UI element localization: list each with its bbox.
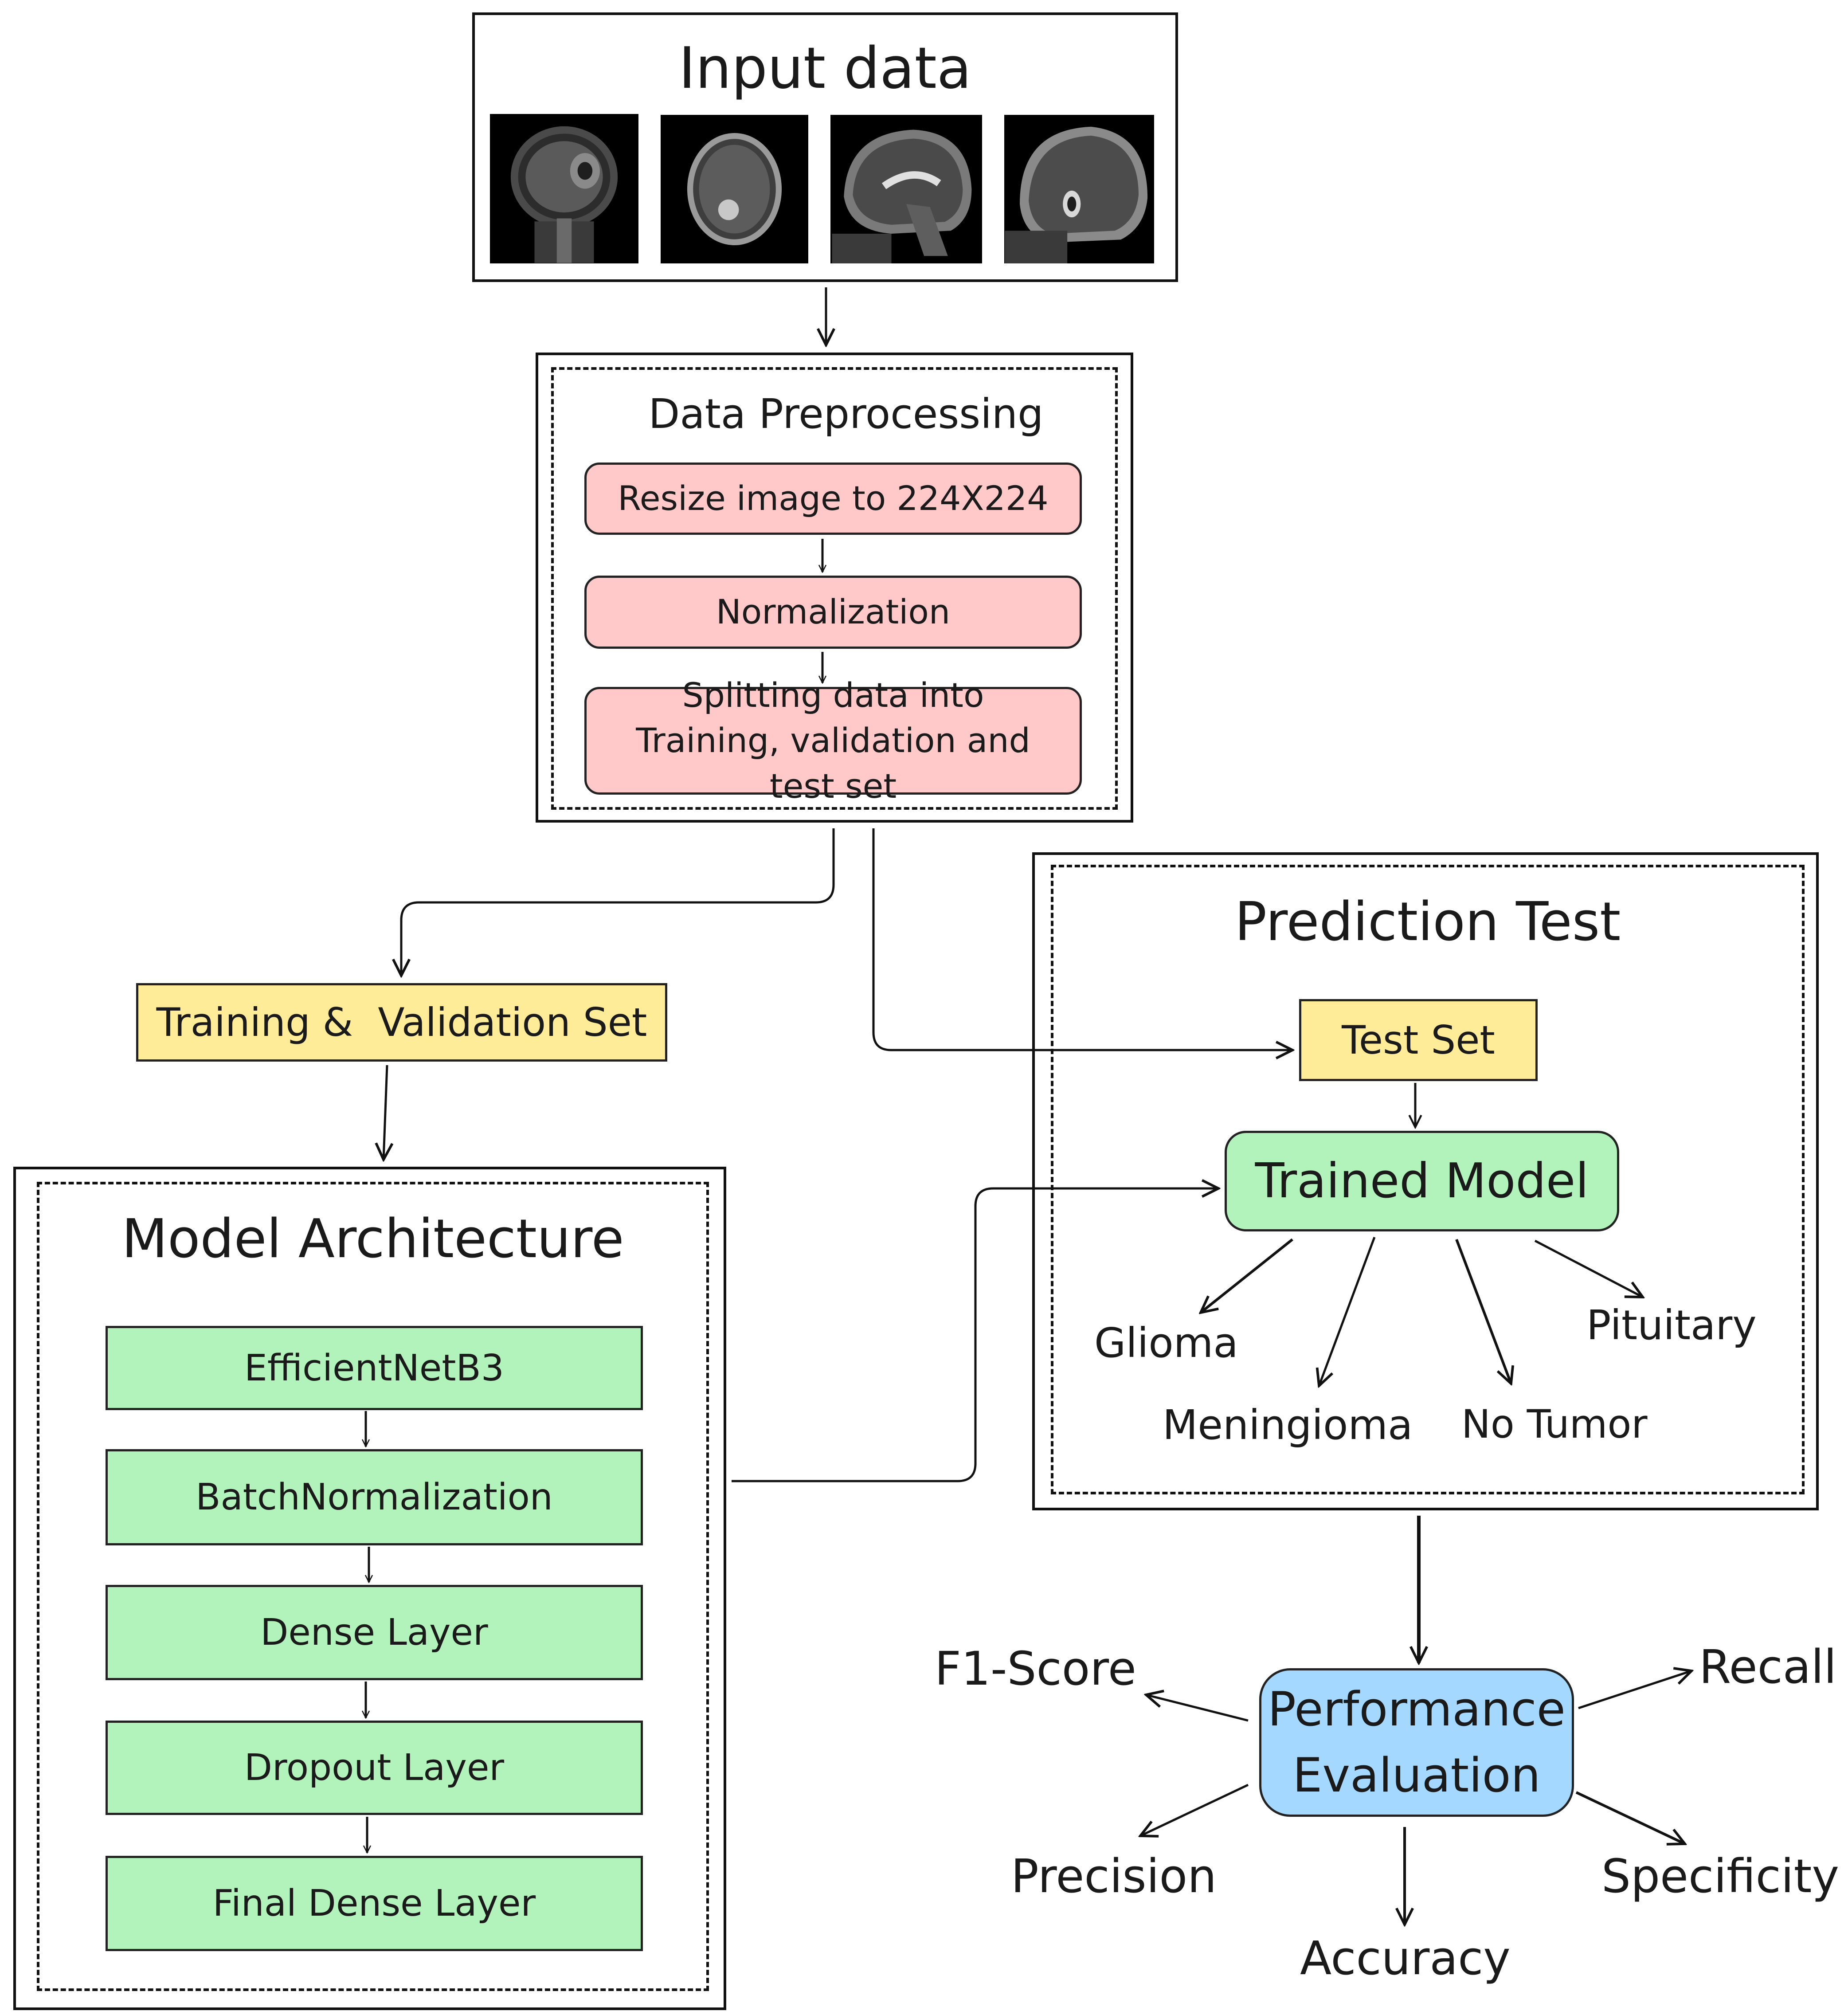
arrow-to-pituitary [1534,1239,1643,1297]
performance-evaluation-line2: Evaluation [1292,1748,1541,1803]
step-resize-image-label: Resize image to 224X224 [618,478,1049,518]
input-data-title: Input data [678,35,972,102]
metric-accuracy: Accuracy [1300,1931,1511,1985]
class-no-tumor: No Tumor [1461,1401,1648,1447]
test-set-label: Test Set [1342,1017,1495,1063]
arrow-preprocessing-to-test-set [872,828,1292,1050]
arrow-to-precision [1140,1784,1249,1836]
class-meningioma: Meningioma [1163,1401,1413,1449]
layer-final-dense: Final Dense Layer [106,1856,643,1951]
test-set: Test Set [1299,999,1538,1081]
layer-dense-label: Dense Layer [260,1611,488,1654]
arrow-architecture-to-trained-model [732,1188,1218,1482]
layer-dropout-label: Dropout Layer [244,1747,505,1789]
class-pituitary: Pituitary [1586,1302,1757,1349]
layer-dropout: Dropout Layer [106,1721,643,1815]
metric-recall: Recall [1699,1640,1837,1694]
layer-dense: Dense Layer [106,1585,643,1680]
step-splitting-data: Splitting data into Training, validation… [584,675,1082,806]
class-glioma: Glioma [1094,1319,1238,1367]
arrow-to-meningioma [1319,1237,1376,1386]
arrow-preprocessing-to-training [401,828,835,976]
step-splitting-data-label: Splitting data into Training, validation… [636,675,1030,806]
training-validation-set-label: Training & Validation Set [156,1000,647,1045]
layer-efficientnetb3: EfficientNetB3 [106,1326,643,1410]
step-resize-image: Resize image to 224X224 [584,463,1082,535]
performance-evaluation: Performance Evaluation [1259,1668,1574,1817]
metric-precision: Precision [1011,1849,1217,1903]
model-architecture-dashed-border [37,1182,709,1991]
arrow-to-no-tumor [1455,1239,1511,1384]
arrow-training-to-architecture [384,1065,387,1160]
layer-batchnormalization-label: BatchNormalization [196,1476,553,1518]
metric-specificity: Specificity [1601,1849,1839,1903]
metric-f1-score: F1-Score [935,1642,1136,1696]
performance-evaluation-line1: Performance [1268,1682,1566,1737]
trained-model-label: Trained Model [1255,1153,1589,1209]
prediction-test-title: Prediction Test [1234,891,1621,953]
arrow-to-f1-score [1146,1695,1249,1722]
mri-image-coronal [490,114,638,263]
prediction-test-dashed-border [1051,865,1805,1494]
layer-final-dense-label: Final Dense Layer [212,1882,536,1925]
preprocessing-dashed-border [551,367,1118,810]
step-normalization: Normalization [584,576,1082,649]
preprocessing-title: Data Preprocessing [648,390,1044,438]
arrow-to-glioma [1201,1238,1293,1313]
model-architecture-title: Model Architecture [121,1208,624,1270]
layer-batchnormalization: BatchNormalization [106,1449,643,1545]
layer-efficientnetb3-label: EfficientNetB3 [244,1347,504,1389]
mri-image-sagittal-1 [830,115,982,263]
arrow-to-specificity [1575,1791,1685,1844]
mri-image-sagittal-2 [1004,115,1154,263]
arrow-to-recall [1578,1671,1691,1709]
mri-image-axial [661,115,808,263]
training-validation-set: Training & Validation Set [136,983,667,1062]
step-normalization-label: Normalization [716,592,951,632]
trained-model: Trained Model [1225,1131,1619,1231]
